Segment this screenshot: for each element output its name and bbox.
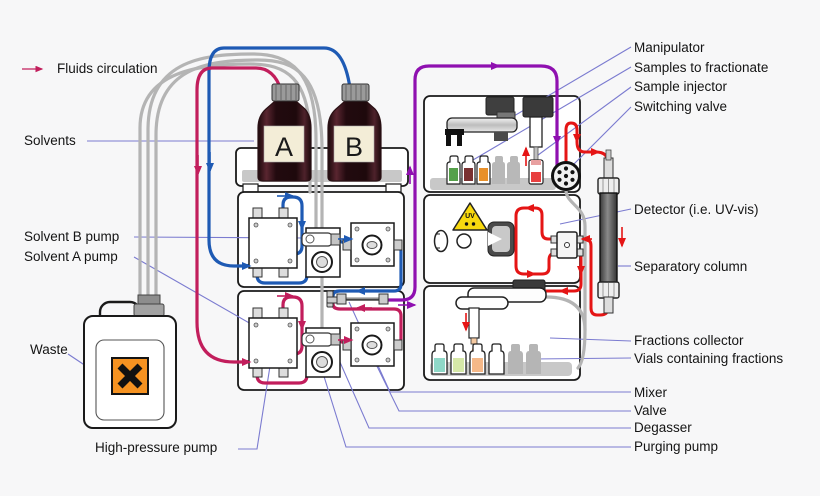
leader-purging-pump: [321, 369, 631, 448]
flow-arrows: [22, 62, 626, 366]
switching-valve: [551, 161, 581, 191]
sample-injector: [522, 96, 554, 185]
leader-sample-injector: [533, 86, 632, 159]
lamp-indicator: [433, 229, 449, 253]
manipulator-arm: [445, 96, 518, 146]
label-solvent-b-pump: Solvent B pump: [24, 229, 120, 244]
label-mixer: Mixer: [634, 385, 667, 400]
detector-fitting: [550, 231, 584, 259]
bottle-a-label: [263, 125, 305, 163]
mixed-solvent-tubing: [384, 64, 559, 302]
bottle-b-label: [333, 125, 375, 163]
label-degasser: Degasser: [634, 420, 692, 435]
label-solvent-a-pump: Solvent A pump: [24, 249, 118, 264]
leader-switching-valve: [569, 106, 632, 169]
sample-vial-red: [461, 155, 476, 185]
waste-tubing: [138, 52, 587, 370]
bottle-a-letter: A: [275, 132, 293, 162]
indicator-circle: [456, 233, 472, 249]
leader-valve: [368, 349, 631, 412]
label-manipulator: Manipulator: [634, 40, 705, 55]
pump-a-internals: [248, 290, 403, 378]
leader-high-pressure-pump: [238, 346, 274, 450]
label-solvents: Solvents: [24, 133, 76, 148]
label-high-pressure-pump: High-pressure pump: [95, 440, 218, 455]
label-switching-valve: Switching valve: [634, 99, 728, 114]
label-separatory-column: Separatory column: [634, 259, 748, 274]
sample-vial-green: [446, 155, 461, 185]
fraction-vial-green: [450, 343, 467, 375]
fraction-vial-gray: [526, 344, 541, 374]
pump-b-internals: [248, 207, 403, 278]
dispenser-tube: [468, 307, 480, 339]
leader-degasser: [331, 343, 631, 429]
leader-detector: [559, 208, 632, 225]
label-samples-to-fractionate: Samples to fractionate: [634, 60, 769, 75]
flow-cell: [487, 221, 515, 257]
detector-internals: UV: [433, 202, 584, 259]
separatory-column: [597, 149, 620, 314]
label-detector: Detector (i.e. UV-vis): [634, 202, 759, 217]
sample-vial-gray: [507, 156, 520, 184]
label-fractions-collector: Fractions collector: [634, 333, 744, 348]
hazard-x-icon: [117, 363, 143, 389]
leader-manipulator: [496, 46, 632, 127]
label-waste: Waste: [30, 342, 68, 357]
label-valve: Valve: [634, 403, 667, 418]
label-vials-containing-fractions: Vials containing fractions: [634, 351, 784, 366]
fraction-vial-orange: [469, 343, 486, 375]
sample-vial-gray: [492, 156, 505, 184]
waste-canister: [83, 294, 177, 429]
fraction-vial-empty: [488, 343, 505, 375]
sample-vial-orange: [476, 155, 491, 185]
solvent-bottle-a: A: [257, 83, 312, 182]
mixer-assembly: [326, 290, 389, 308]
legend-fluids-circulation: Fluids circulation: [57, 61, 158, 76]
leader-fractions-collector: [549, 337, 632, 342]
label-sample-injector: Sample injector: [634, 79, 728, 94]
autosampler-internals: [430, 96, 581, 191]
collector-internals: [430, 279, 572, 376]
svg-text:UV: UV: [465, 213, 475, 220]
solvent-bottle-b: B: [327, 83, 382, 182]
label-purging-pump: Purging pump: [634, 439, 719, 454]
fraction-vial-teal: [431, 343, 448, 375]
uv-warning-icon: UV: [452, 202, 488, 231]
fraction-vial-gray: [508, 344, 523, 374]
bottle-b-letter: B: [345, 132, 363, 162]
